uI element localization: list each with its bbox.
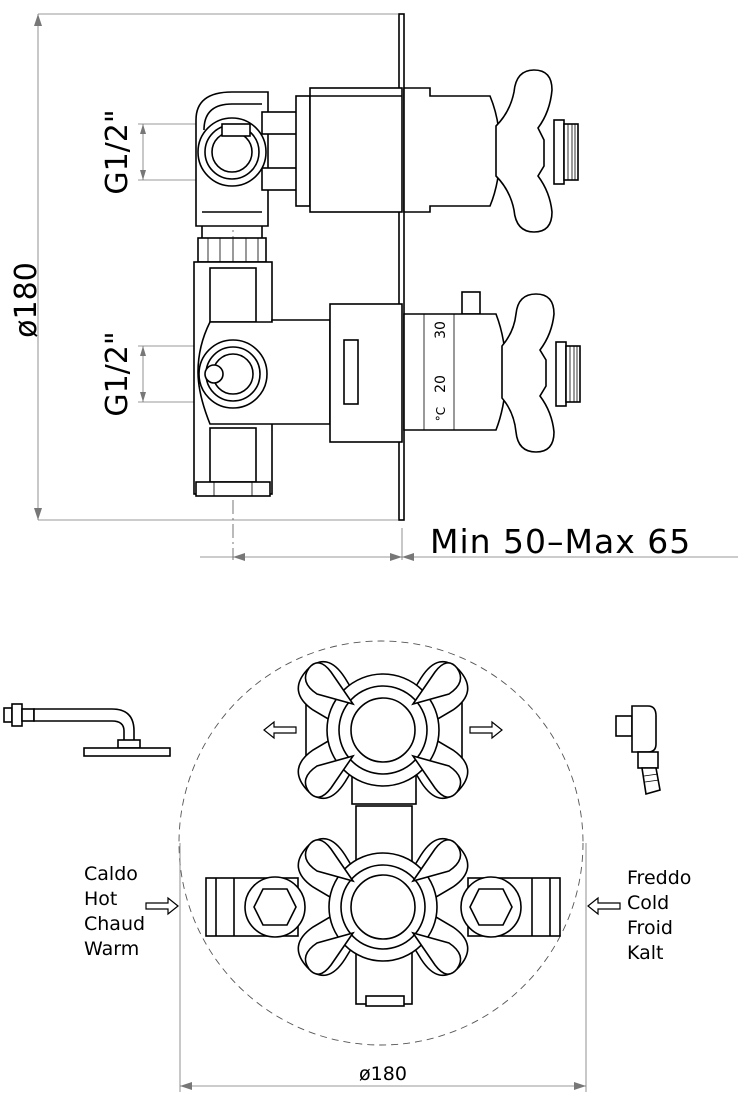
lower-body-front — [205, 805, 561, 1007]
thread-dimension-lower: G1/2" — [100, 331, 232, 417]
depth-dimension: Min 50–Max 65 — [200, 522, 738, 561]
scale-label-20: 20 — [433, 375, 449, 393]
lower-handle-front — [297, 837, 469, 977]
thread-label-lower: G1/2" — [100, 331, 135, 416]
upper-handle-front — [297, 660, 469, 805]
diameter-dimension-horizontal: ø180 — [179, 843, 587, 1092]
scale-label-unit: °C — [434, 407, 448, 421]
side-view: ø180 Min 50–Max 65 G1/2" — [9, 13, 738, 561]
wall-plate — [398, 13, 405, 521]
shower-head-icon — [3, 703, 171, 757]
front-view: ø180 — [3, 640, 691, 1092]
upper-diverter-body — [195, 87, 403, 227]
outlet-arrow-right — [469, 720, 503, 740]
cold-label-de: Kalt — [627, 942, 664, 964]
diameter-dimension-vertical: ø180 — [9, 13, 398, 521]
hot-label-it: Caldo — [84, 863, 138, 885]
hex-coupling — [197, 226, 267, 263]
hot-inlet-arrow — [145, 896, 179, 916]
cold-label-en: Cold — [627, 892, 669, 914]
hot-label-fr: Chaud — [84, 913, 145, 935]
diameter-label-vertical: ø180 — [9, 262, 44, 338]
cold-inlet-arrow — [587, 896, 621, 916]
cold-inlet-labels: Freddo Cold Froid Kalt — [627, 867, 691, 964]
plate-outline-circle — [178, 640, 584, 1046]
hot-label-en: Hot — [84, 888, 117, 910]
cold-label-it: Freddo — [627, 867, 691, 889]
scale-label-30: 30 — [433, 321, 449, 339]
cold-label-fr: Froid — [627, 917, 673, 939]
lower-handle-side: 30 20 °C — [403, 291, 581, 453]
lower-thermostatic-body — [193, 261, 403, 497]
upper-handle-side — [403, 69, 579, 233]
thread-label-upper: G1/2" — [100, 109, 135, 194]
depth-label: Min 50–Max 65 — [430, 522, 691, 561]
diameter-label-horizontal: ø180 — [359, 1063, 407, 1085]
hand-shower-outlet-icon — [615, 705, 661, 796]
hot-inlet-labels: Caldo Hot Chaud Warm — [84, 863, 145, 960]
outlet-arrow-left — [263, 720, 297, 740]
hot-label-de: Warm — [84, 938, 139, 960]
